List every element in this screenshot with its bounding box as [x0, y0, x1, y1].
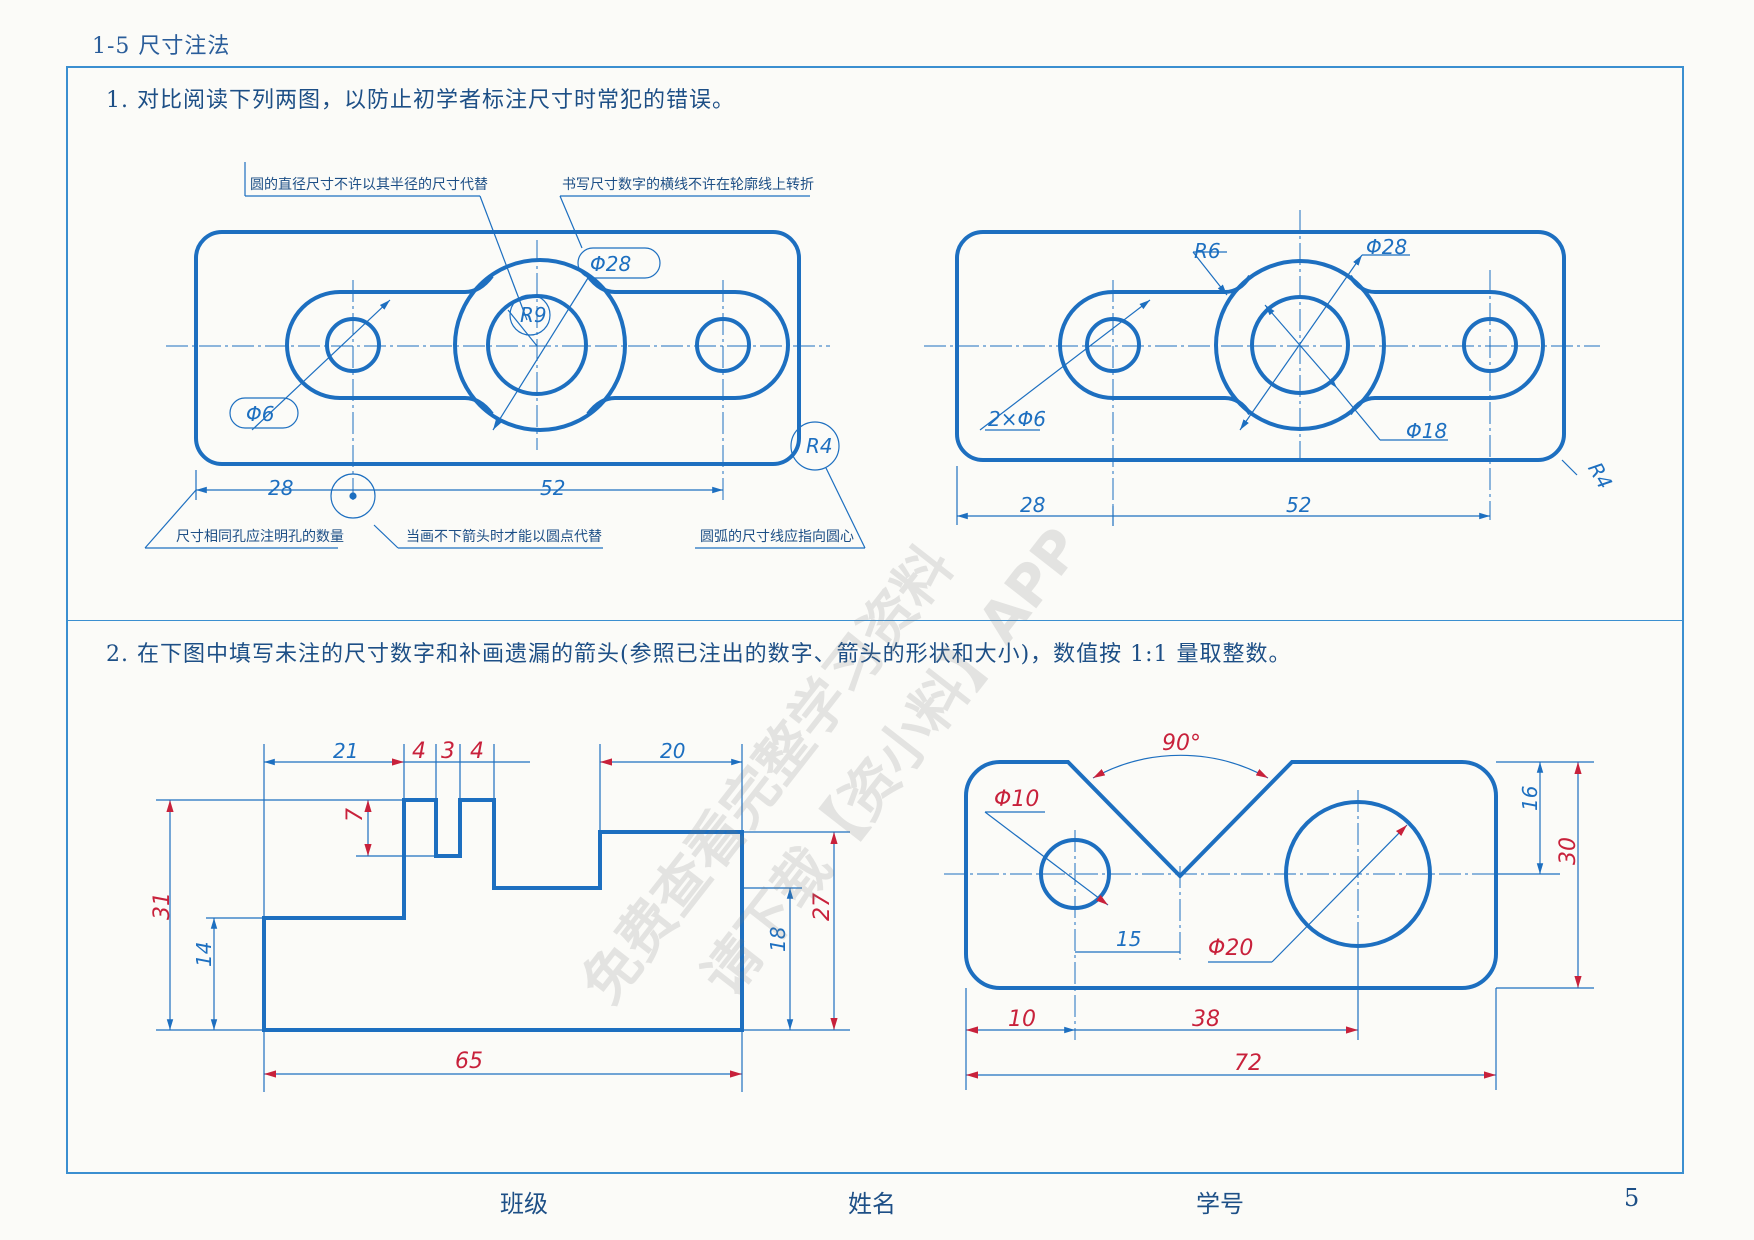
- dim-label: R4: [806, 434, 833, 458]
- student-id-label: 学号: [1196, 1190, 1244, 1218]
- dim-label: Φ10: [994, 787, 1039, 812]
- class-label: 班级: [500, 1190, 548, 1218]
- q2-vblock-drawing: 90° Φ10 Φ20 15 16 30 10 38 72: [944, 731, 1594, 1090]
- question-1-text: 1. 对比阅读下列两图，以防止初学者标注尺寸时常犯的错误。: [106, 88, 735, 113]
- annotation-underline: 书写尺寸数字的横线不许在轮廓线上转折: [562, 176, 814, 193]
- dim-label: Φ6: [246, 402, 274, 426]
- section-divider: [66, 620, 1684, 621]
- dim-label: R9: [520, 303, 547, 327]
- dim-label: 38: [1192, 1007, 1220, 1032]
- page-title: 1-5 尺寸注法: [92, 34, 231, 59]
- dim-label: 16: [1518, 786, 1542, 811]
- dim-label: 52: [1286, 493, 1311, 517]
- page-number: 5: [1624, 1184, 1640, 1212]
- dim-label: 20: [660, 739, 685, 763]
- dim-label: 72: [1234, 1051, 1262, 1076]
- dim-label: Φ28: [590, 252, 631, 276]
- dim-label: 31: [150, 892, 175, 920]
- dim-label: 4: [470, 739, 484, 764]
- dim-label: 7: [343, 808, 368, 822]
- dim-label: 52: [540, 476, 565, 500]
- dim-label: 4: [412, 739, 426, 764]
- dim-label: Φ28: [1366, 235, 1407, 259]
- q1-wrong-drawing: 圆的直径尺寸不许以其半径的尺寸代替 书写尺寸数字的横线不许在轮廓线上转折 尺寸相…: [144, 162, 866, 549]
- dim-label: Φ18: [1406, 419, 1447, 443]
- watermark: 免费查看完整学习资料 请下载【资小料】APP: [570, 516, 1094, 1016]
- dim-label: 28: [268, 476, 293, 500]
- dim-label: 28: [1020, 493, 1045, 517]
- annotation-diameter: 圆的直径尺寸不许以其半径的尺寸代替: [250, 176, 488, 193]
- q1-correct-drawing: R6 Φ28 2×Φ6 Φ18 R4 28 52: [924, 210, 1617, 526]
- name-label: 姓名: [848, 1190, 896, 1218]
- annotation-hole-count: 尺寸相同孔应注明孔的数量: [176, 528, 344, 545]
- dim-label: 90°: [1162, 731, 1201, 756]
- dim-label: 18: [766, 927, 790, 952]
- dim-label: 10: [1008, 1007, 1036, 1032]
- dim-label: 14: [192, 942, 216, 967]
- dim-label: 15: [1116, 927, 1141, 951]
- dim-label: 2×Φ6: [988, 407, 1046, 431]
- dim-label: Φ20: [1208, 936, 1253, 961]
- q2-step-block-drawing: 21 4 3 4 20 7 31 14 18 27 65: [150, 739, 850, 1092]
- dim-label: 3: [441, 739, 455, 764]
- dim-label: 27: [810, 893, 835, 921]
- dim-label: 30: [1556, 837, 1581, 865]
- annotation-dot-arrow: 当画不下箭头时才能以圆点代替: [406, 528, 602, 545]
- dim-label: R6: [1194, 239, 1221, 263]
- dim-label: 21: [333, 739, 358, 763]
- dim-label: 65: [455, 1049, 483, 1074]
- question-2-text: 2. 在下图中填写未注的尺寸数字和补画遗漏的箭头(参照已注出的数字、箭头的形状和…: [106, 642, 1292, 667]
- dim-label: R4: [1583, 458, 1617, 493]
- annotation-arc-center: 圆弧的尺寸线应指向圆心: [700, 528, 854, 545]
